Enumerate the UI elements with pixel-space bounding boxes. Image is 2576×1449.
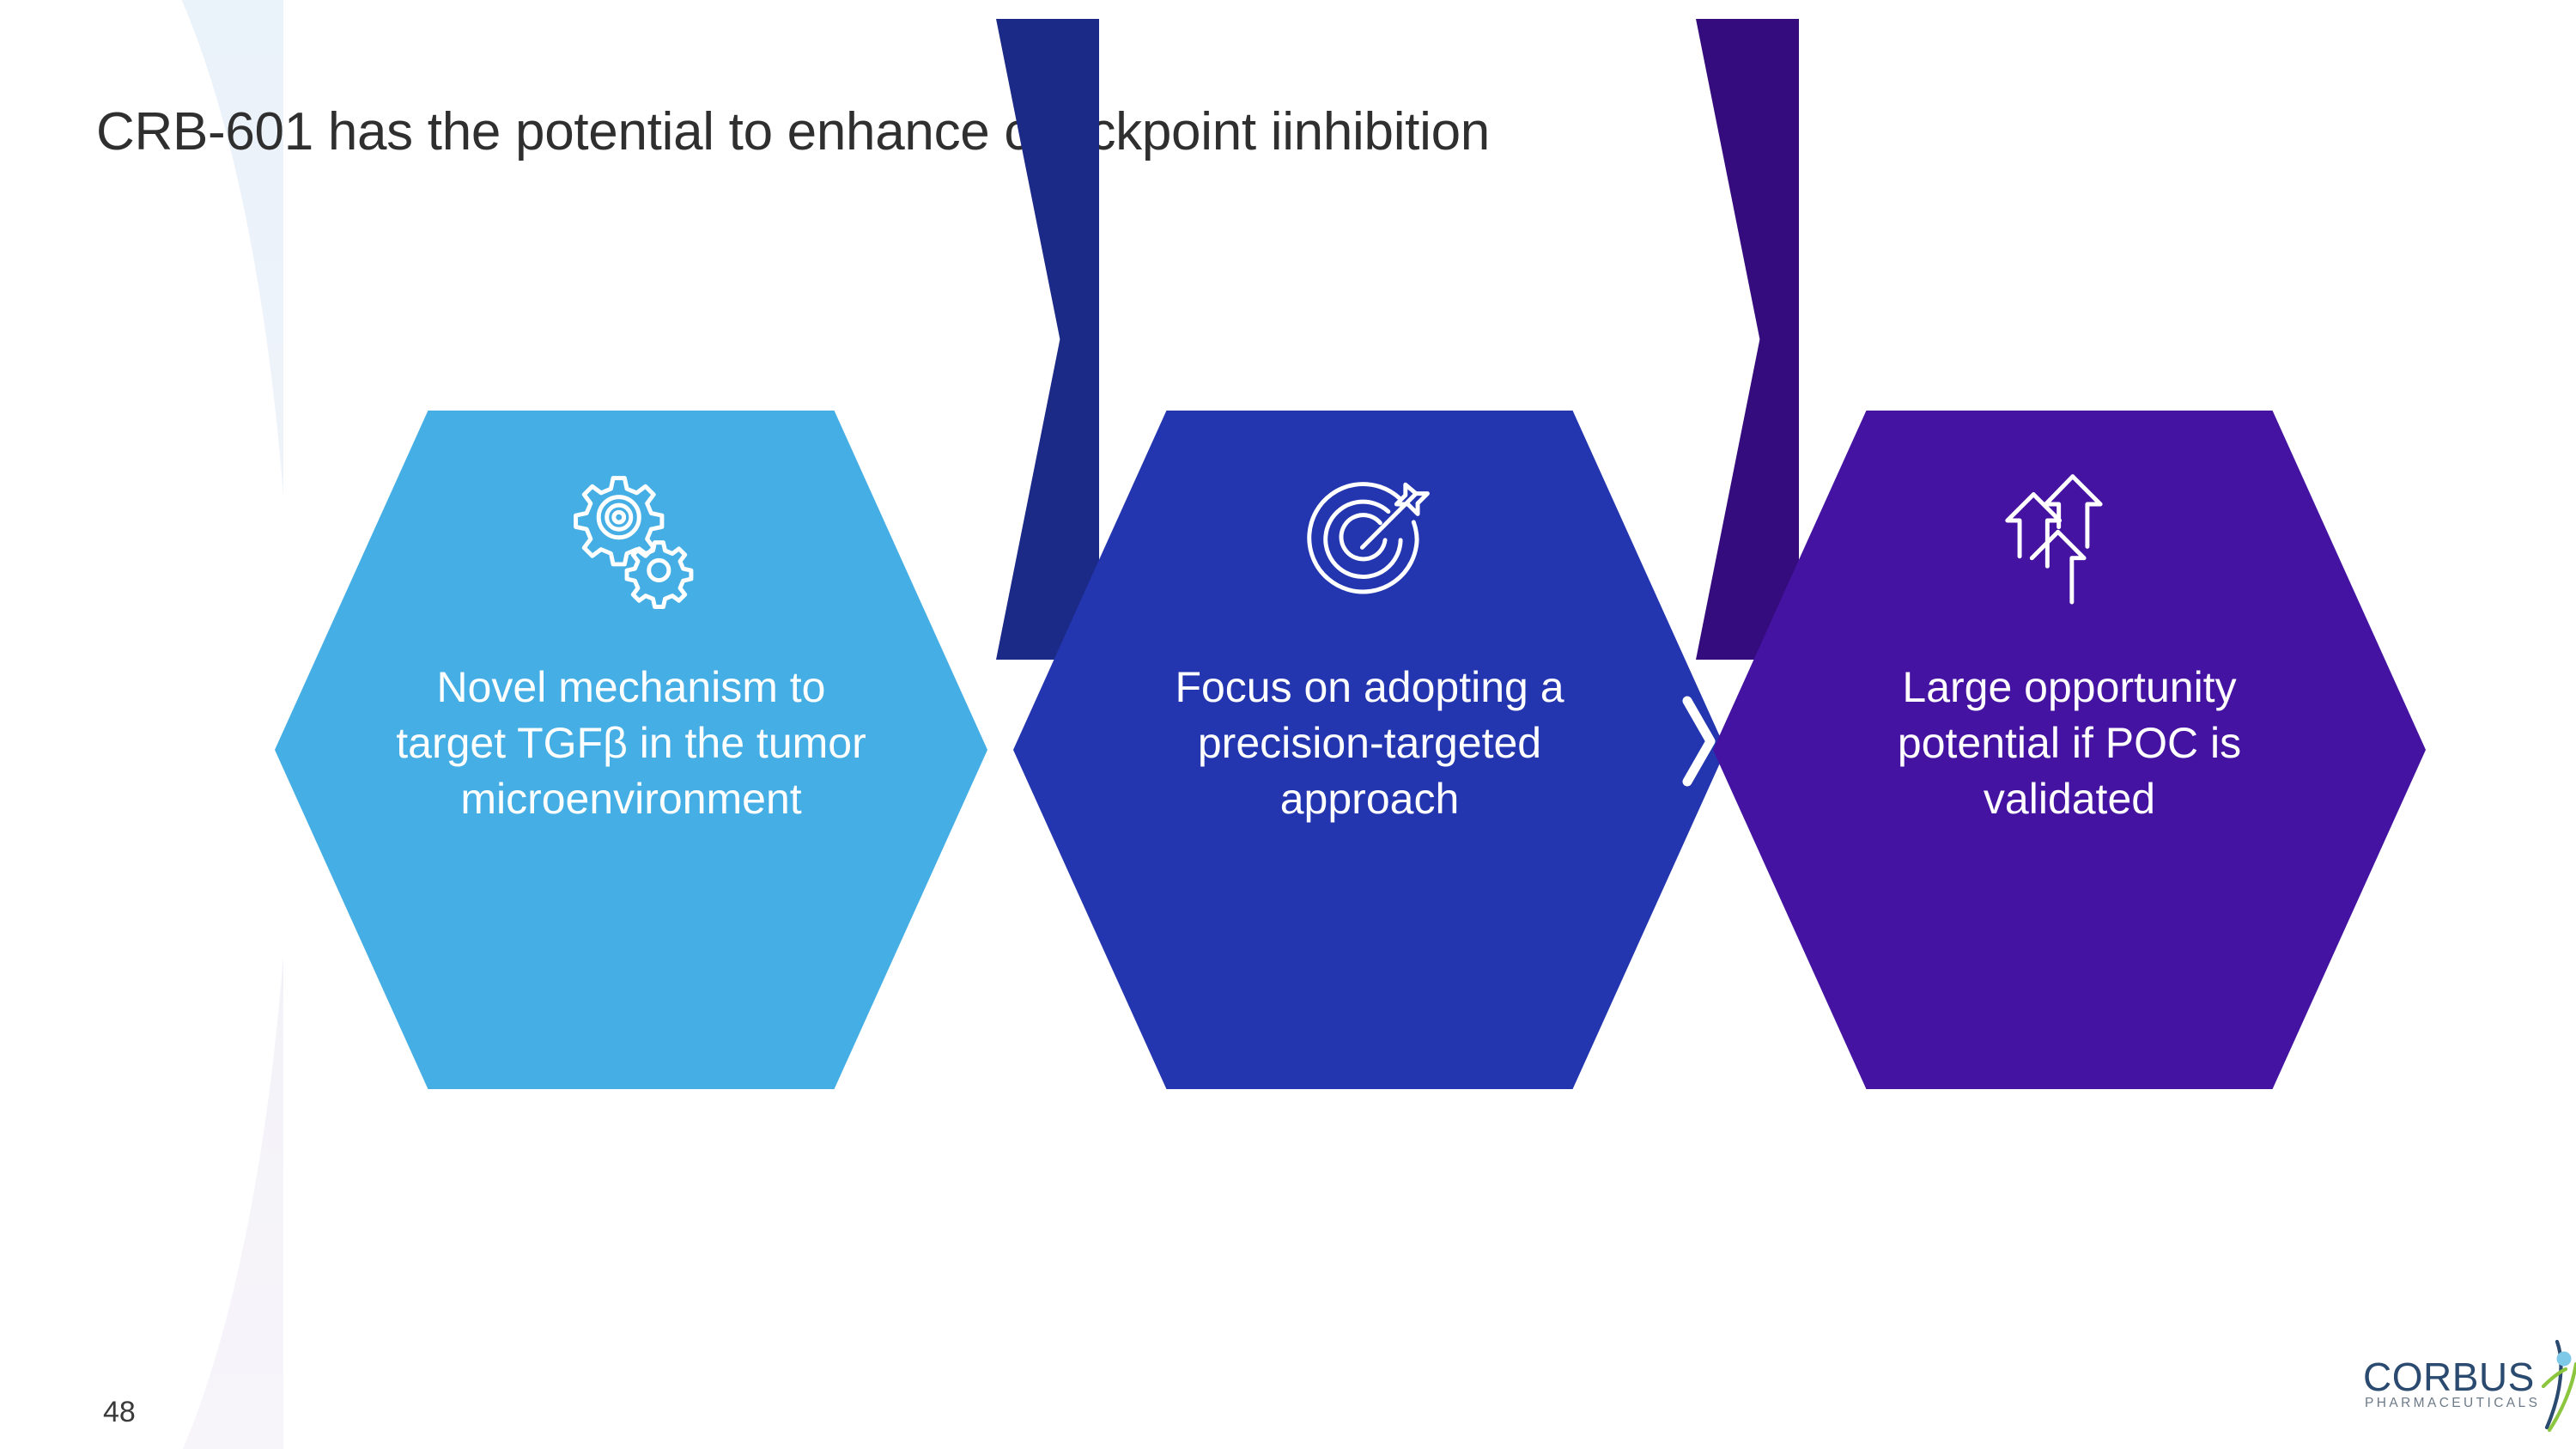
caption-line-1: Large opportunity [1902,663,2237,711]
caption-line-1: Focus on adopting a [1175,663,1564,711]
page-title: CRB-601 has the potential to enhance che… [96,102,1490,161]
hexagon-step-precision-targeted[interactable]: Focus on adopting a precision-targeted a… [1013,411,1726,1089]
hexagon-caption-2: Focus on adopting a precision-targeted a… [1063,660,1676,827]
hexagon-caption-3: Large opportunity potential if POC is va… [1763,660,2376,827]
chevron-right-icon-2 [1673,691,1724,792]
chevron-right-icon-1 [972,691,1024,792]
caption-line-3: approach [1279,775,1460,823]
process-hexagon-row: Novel mechanism to target TGFβ in the tu… [0,411,2576,1098]
hexagon-step-novel-mechanism[interactable]: Novel mechanism to target TGFβ in the tu… [275,411,987,1089]
hexagon-step-large-opportunity[interactable]: Large opportunity potential if POC is va… [1713,411,2426,1089]
logo-subtext: PHARMACEUTICALS [2365,1396,2541,1410]
page-number: 48 [103,1396,136,1428]
caption-line-3: validated [1983,775,2156,823]
caption-line-1: Novel mechanism to [436,663,826,711]
caption-line-3: microenvironment [460,775,802,823]
caption-line-2: precision-targeted [1197,719,1542,767]
hexagon-caption-1: Novel mechanism to target TGFβ in the tu… [325,660,938,827]
corbus-logo: CORBUS PHARMACEUTICALS [2360,1339,2576,1437]
logo-wordmark: CORBUS [2363,1355,2535,1399]
left-edge-white-curve [0,0,292,1449]
caption-line-2: potential if POC is [1897,719,2242,767]
logo-figure-mark-icon [2512,1338,2576,1434]
caption-line-2: target TGFβ in the tumor [396,719,866,767]
